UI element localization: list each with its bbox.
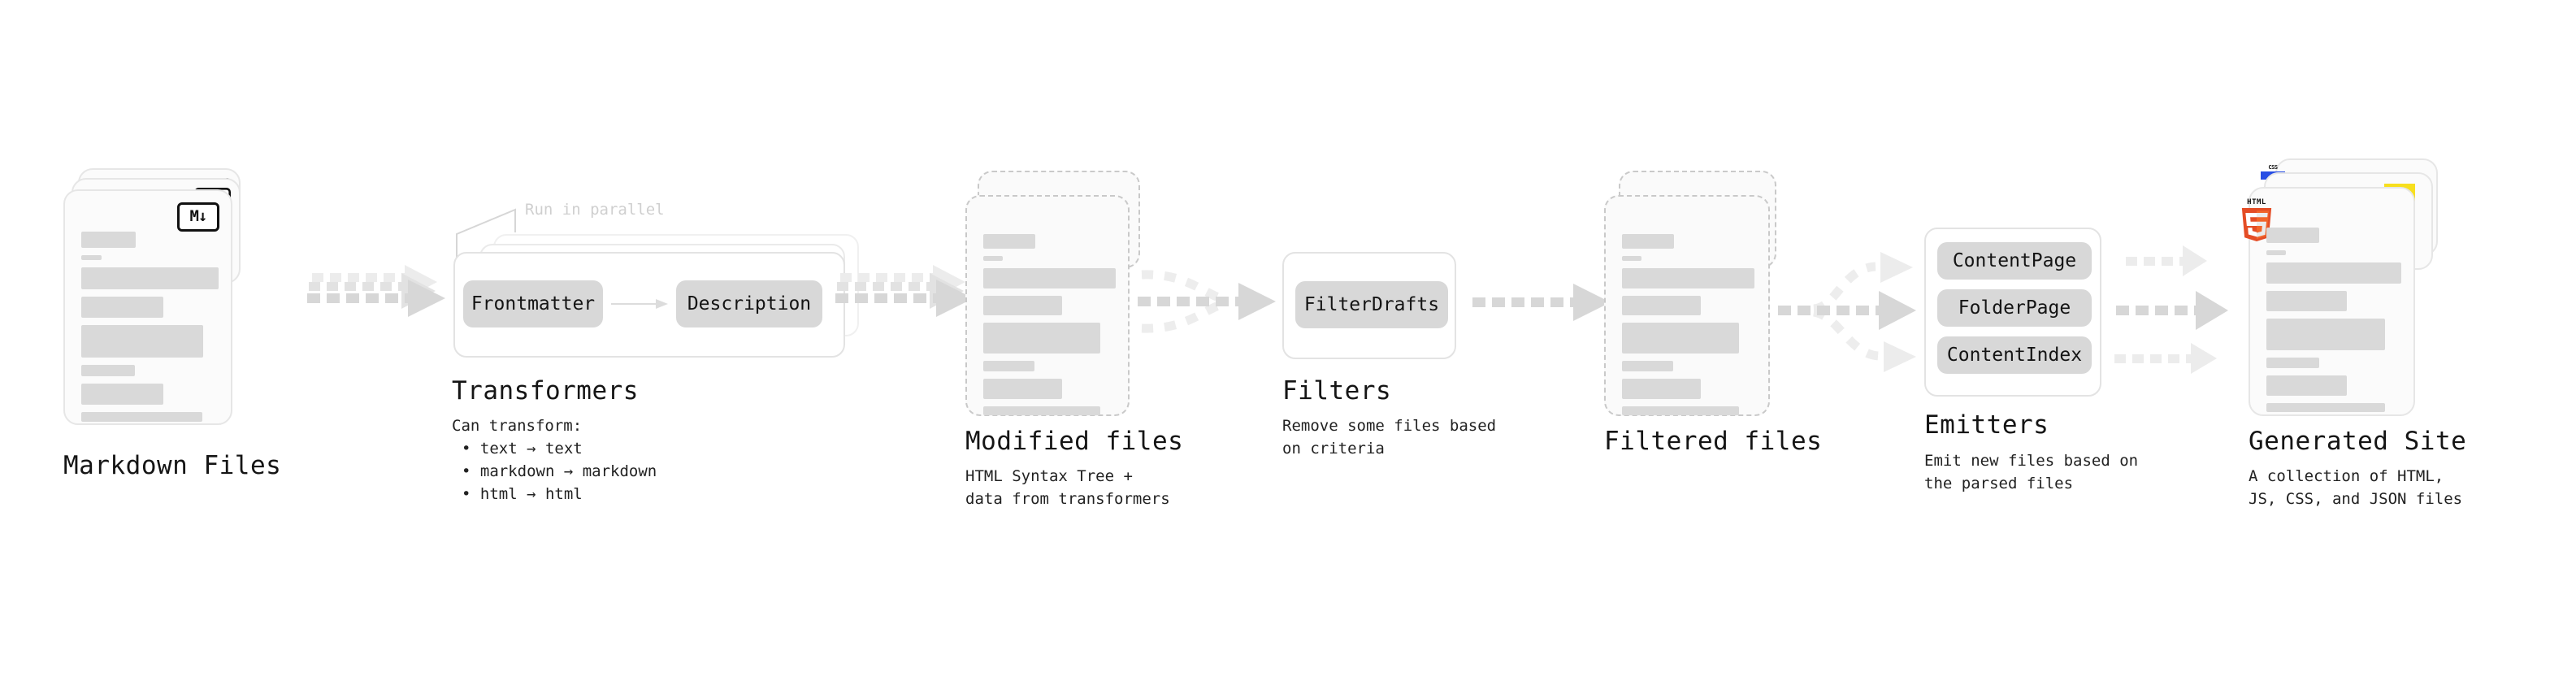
transformer-chip-description[interactable]: Description bbox=[676, 280, 822, 327]
modified-files-desc-line-0: HTML Syntax Tree + bbox=[965, 467, 1133, 485]
generated-document-html: HTML bbox=[2241, 187, 2415, 419]
html5-shield-shape bbox=[2241, 208, 2272, 242]
html5-logo-wordmark: HTML bbox=[2247, 198, 2266, 206]
connector-filtered-to-emitters bbox=[1778, 252, 1916, 372]
filters-group: FilterDrafts bbox=[1282, 252, 1456, 359]
document-content-placeholder bbox=[1622, 224, 1754, 423]
emitter-chip-folderpage[interactable]: FolderPage bbox=[1937, 289, 2092, 327]
connector-emitters-to-site bbox=[2114, 245, 2228, 374]
generated-site-desc-line-0: A collection of HTML, bbox=[2249, 467, 2444, 485]
transformers-desc-line-3: • html → html bbox=[462, 485, 583, 503]
transformers-desc-line-0: Can transform: bbox=[452, 417, 583, 435]
stage-title-filters: Filters bbox=[1282, 376, 1392, 406]
run-in-parallel-label: Run in parallel bbox=[525, 201, 665, 219]
stage-title-markdown-files: Markdown Files bbox=[63, 451, 282, 480]
emitter-chip-contentpage[interactable]: ContentPage bbox=[1937, 242, 2092, 280]
stage-title-generated-site: Generated Site bbox=[2249, 427, 2467, 456]
modified-files-description: HTML Syntax Tree + data from transformer… bbox=[965, 465, 1170, 510]
emitters-desc-line-0: Emit new files based on bbox=[1924, 452, 2139, 470]
document-content-placeholder bbox=[2266, 216, 2401, 419]
stage-title-modified-files: Modified files bbox=[965, 427, 1184, 456]
stage-title-transformers: Transformers bbox=[452, 376, 639, 406]
connector-filters-to-filtered bbox=[1472, 284, 1611, 321]
connector-modified-to-filters bbox=[1138, 270, 1276, 333]
markdown-document: M↓ bbox=[63, 189, 232, 425]
emitters-group: ContentPage FolderPage ContentIndex bbox=[1924, 228, 2101, 397]
stage-title-filtered-files: Filtered files bbox=[1604, 427, 1823, 456]
connector-markdown-to-transformers bbox=[307, 265, 445, 317]
emitter-chip-contentindex[interactable]: ContentIndex bbox=[1937, 336, 2092, 374]
run-in-parallel-bracket-icon bbox=[456, 208, 516, 260]
transformer-group: Frontmatter Description bbox=[453, 252, 845, 358]
document-content-placeholder bbox=[983, 224, 1116, 423]
generated-site-desc-line-1: JS, CSS, and JSON files bbox=[2249, 490, 2463, 508]
stage-title-emitters: Emitters bbox=[1924, 410, 2049, 440]
transformers-description: Can transform: • text → text • markdown … bbox=[452, 414, 657, 505]
markdown-logo-icon: M↓ bbox=[177, 202, 219, 232]
filters-desc-line-1: on criteria bbox=[1282, 440, 1385, 458]
transformers-desc-line-1: • text → text bbox=[462, 440, 583, 458]
connector-transformers-to-modified bbox=[835, 265, 974, 317]
html5-logo-icon: HTML bbox=[2239, 198, 2275, 242]
transformer-inner-arrow-icon bbox=[611, 299, 668, 309]
modified-document bbox=[965, 195, 1130, 416]
transformer-chip-frontmatter[interactable]: Frontmatter bbox=[463, 280, 603, 327]
filters-desc-line-0: Remove some files based bbox=[1282, 417, 1497, 435]
generated-site-description: A collection of HTML, JS, CSS, and JSON … bbox=[2249, 465, 2462, 510]
document-content-placeholder bbox=[81, 219, 219, 429]
emitters-desc-line-1: the parsed files bbox=[1924, 475, 2074, 492]
transformers-desc-line-2: • markdown → markdown bbox=[462, 462, 657, 480]
filters-description: Remove some files based on criteria bbox=[1282, 414, 1496, 460]
filter-chip-filterdrafts[interactable]: FilterDrafts bbox=[1295, 281, 1448, 328]
modified-files-desc-line-1: data from transformers bbox=[965, 490, 1170, 508]
filtered-document bbox=[1604, 195, 1770, 416]
emitters-description: Emit new files based on the parsed files bbox=[1924, 449, 2138, 495]
